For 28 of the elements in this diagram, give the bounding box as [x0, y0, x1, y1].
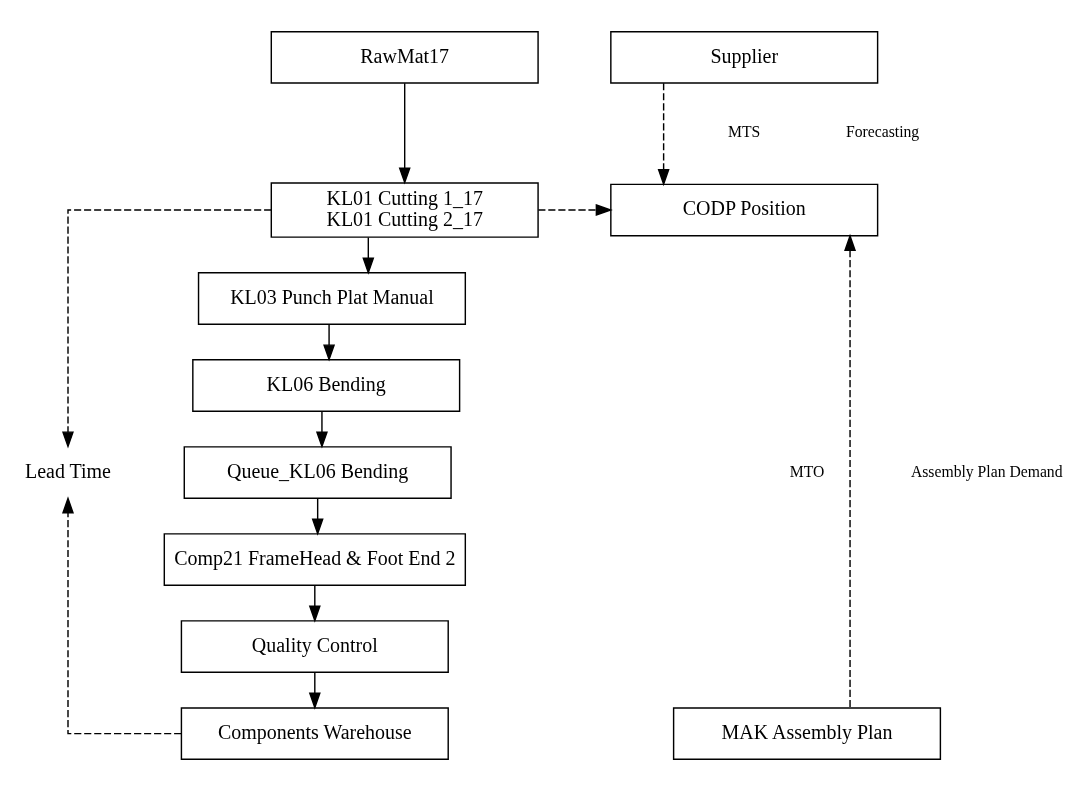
node-box: KL03 Punch Plat Manual	[197, 271, 467, 325]
label: MTS	[728, 122, 761, 140]
node-box: Queue_KL06 Bending	[183, 445, 452, 499]
node-box: KL01 Cutting 1_17 KL01 Cutting 2_17	[270, 181, 539, 238]
arrow	[537, 203, 613, 216]
node-box: Components Warehouse	[180, 706, 449, 760]
arrow	[398, 82, 411, 185]
node-box: KL06 Bending	[192, 358, 461, 412]
node-box: Comp21 FrameHead & Foot End 2	[163, 532, 467, 586]
arrow	[657, 82, 670, 186]
arrow	[308, 584, 321, 623]
node-text: Lead Time	[25, 459, 111, 482]
label: MTO	[789, 462, 825, 480]
arrow	[308, 671, 321, 710]
arrow	[62, 208, 272, 449]
node-box: Supplier	[610, 30, 879, 84]
node-box: MAK Assembly Plan	[672, 706, 942, 760]
arrow	[844, 233, 857, 708]
label: Forecasting	[846, 122, 920, 140]
node-box: RawMat17	[270, 30, 539, 84]
node-box: CODP Position	[610, 183, 879, 236]
arrow	[362, 236, 375, 275]
node-box: Quality Control	[180, 619, 449, 673]
arrow	[315, 410, 328, 449]
arrow	[62, 495, 182, 734]
label: Assembly Plan Demand	[910, 462, 1063, 480]
arrow	[311, 497, 324, 536]
arrow	[323, 323, 336, 362]
